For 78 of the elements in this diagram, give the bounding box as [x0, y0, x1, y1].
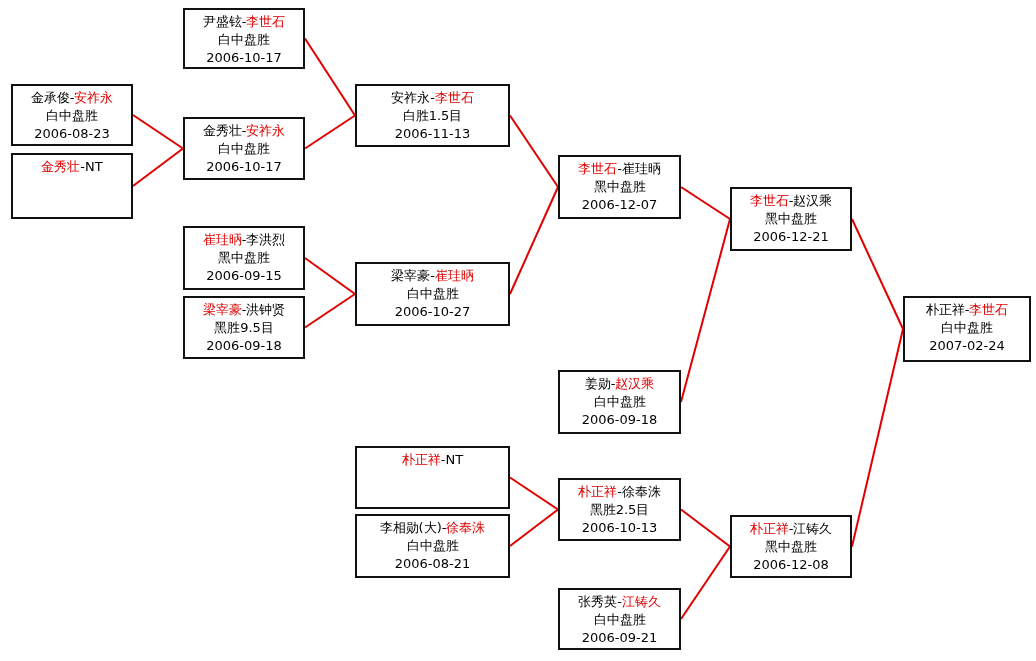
- bracket-line: [304, 114, 356, 150]
- match-result: 黑中盘胜: [217, 249, 271, 267]
- match-date: 2006-10-27: [393, 303, 472, 321]
- bracket-line: [509, 476, 559, 511]
- match-result: 黑中盘胜: [764, 210, 818, 228]
- match-players: 朴正祥-徐奉洙: [577, 483, 662, 501]
- match-date: 2006-12-21: [752, 228, 830, 246]
- match-date: 2006-08-23: [33, 125, 111, 143]
- match-result: 白中盘胜: [45, 107, 99, 125]
- match-result: 黑中盘胜: [764, 538, 818, 556]
- match-players: 梁宰豪-洪钟贤: [201, 301, 287, 319]
- match-box: [730, 515, 852, 578]
- match-box: [558, 155, 681, 219]
- bracket-line: [304, 37, 356, 117]
- bracket-line: [304, 257, 356, 295]
- bracket-line: [132, 114, 184, 150]
- match-date: 2006-08-21: [393, 555, 472, 573]
- match-box: [558, 370, 681, 434]
- match-players: 朴正祥-NT: [400, 451, 465, 469]
- match-players: 朴正祥-江铸久: [748, 520, 834, 538]
- match-box: [558, 588, 681, 650]
- match-date: 2006-09-18: [580, 411, 659, 429]
- match-box: [355, 514, 510, 578]
- match-date: 2006-12-08: [752, 556, 830, 574]
- match-players: 朴正祥-李世石: [924, 301, 1010, 319]
- match-players: 梁宰豪-崔珪昞: [390, 267, 475, 285]
- bracket-line: [509, 186, 559, 295]
- match-box: [183, 117, 305, 180]
- match-box: [355, 84, 510, 147]
- match-players: 李相勋(大)-徐奉洙: [378, 519, 487, 537]
- match-players: 安祚永-李世石: [390, 89, 475, 107]
- match-result: 白中盘胜: [405, 537, 460, 555]
- match-result: 白中盘胜: [405, 285, 460, 303]
- bracket-line: [680, 186, 731, 220]
- match-date: 2006-10-17: [205, 158, 283, 176]
- match-result: 白中盘胜: [940, 319, 994, 337]
- bracket-line: [851, 218, 904, 330]
- match-box: [355, 446, 510, 509]
- match-box: [183, 8, 305, 69]
- match-result: 白胜1.5目: [401, 107, 464, 125]
- match-box: [903, 296, 1031, 362]
- match-players: 崔珪昞-李洪烈: [201, 231, 287, 249]
- match-result: 黑中盘胜: [592, 178, 647, 196]
- match-box: [11, 153, 133, 219]
- match-result: 白中盘胜: [592, 393, 647, 411]
- bracket-line: [509, 508, 559, 547]
- bracket-line: [304, 293, 356, 329]
- match-box: [355, 262, 510, 326]
- match-date: 2007-02-24: [928, 337, 1006, 355]
- match-players: 李世石-赵汉乘: [748, 192, 834, 210]
- bracket-line: [680, 508, 731, 548]
- match-date: 2006-12-07: [580, 196, 659, 214]
- match-result: 黑胜2.5目: [588, 501, 651, 519]
- match-date: 2006-09-21: [580, 629, 659, 647]
- match-players: 金秀壮-安祚永: [201, 122, 287, 140]
- bracket-line: [680, 545, 731, 620]
- match-result: 白中盘胜: [217, 31, 271, 49]
- match-result: 黑胜9.5目: [213, 319, 275, 337]
- match-date: 2006-11-13: [393, 125, 472, 143]
- match-date: 2006-09-18: [205, 337, 283, 355]
- match-players: 金秀壮-NT: [40, 158, 104, 176]
- match-players: 尹盛铉-李世石: [201, 13, 287, 31]
- match-box: [11, 84, 133, 146]
- match-date: 2006-09-15: [205, 267, 283, 285]
- match-result: 白中盘胜: [592, 611, 647, 629]
- match-box: [183, 296, 305, 359]
- match-box: [183, 226, 305, 290]
- match-date: 2006-10-17: [205, 49, 283, 67]
- match-players: 金承俊-安祚永: [29, 89, 115, 107]
- match-box: [730, 187, 852, 251]
- match-players: 姜勋-赵汉乘: [583, 375, 656, 393]
- match-players: 张秀英-江铸久: [577, 593, 662, 611]
- bracket-line: [132, 147, 184, 187]
- match-box: [558, 478, 681, 541]
- match-result: 白中盘胜: [217, 140, 271, 158]
- match-players: 李世石-崔珪昞: [577, 160, 662, 178]
- match-date: 2006-10-13: [580, 519, 659, 537]
- bracket-line: [509, 114, 559, 188]
